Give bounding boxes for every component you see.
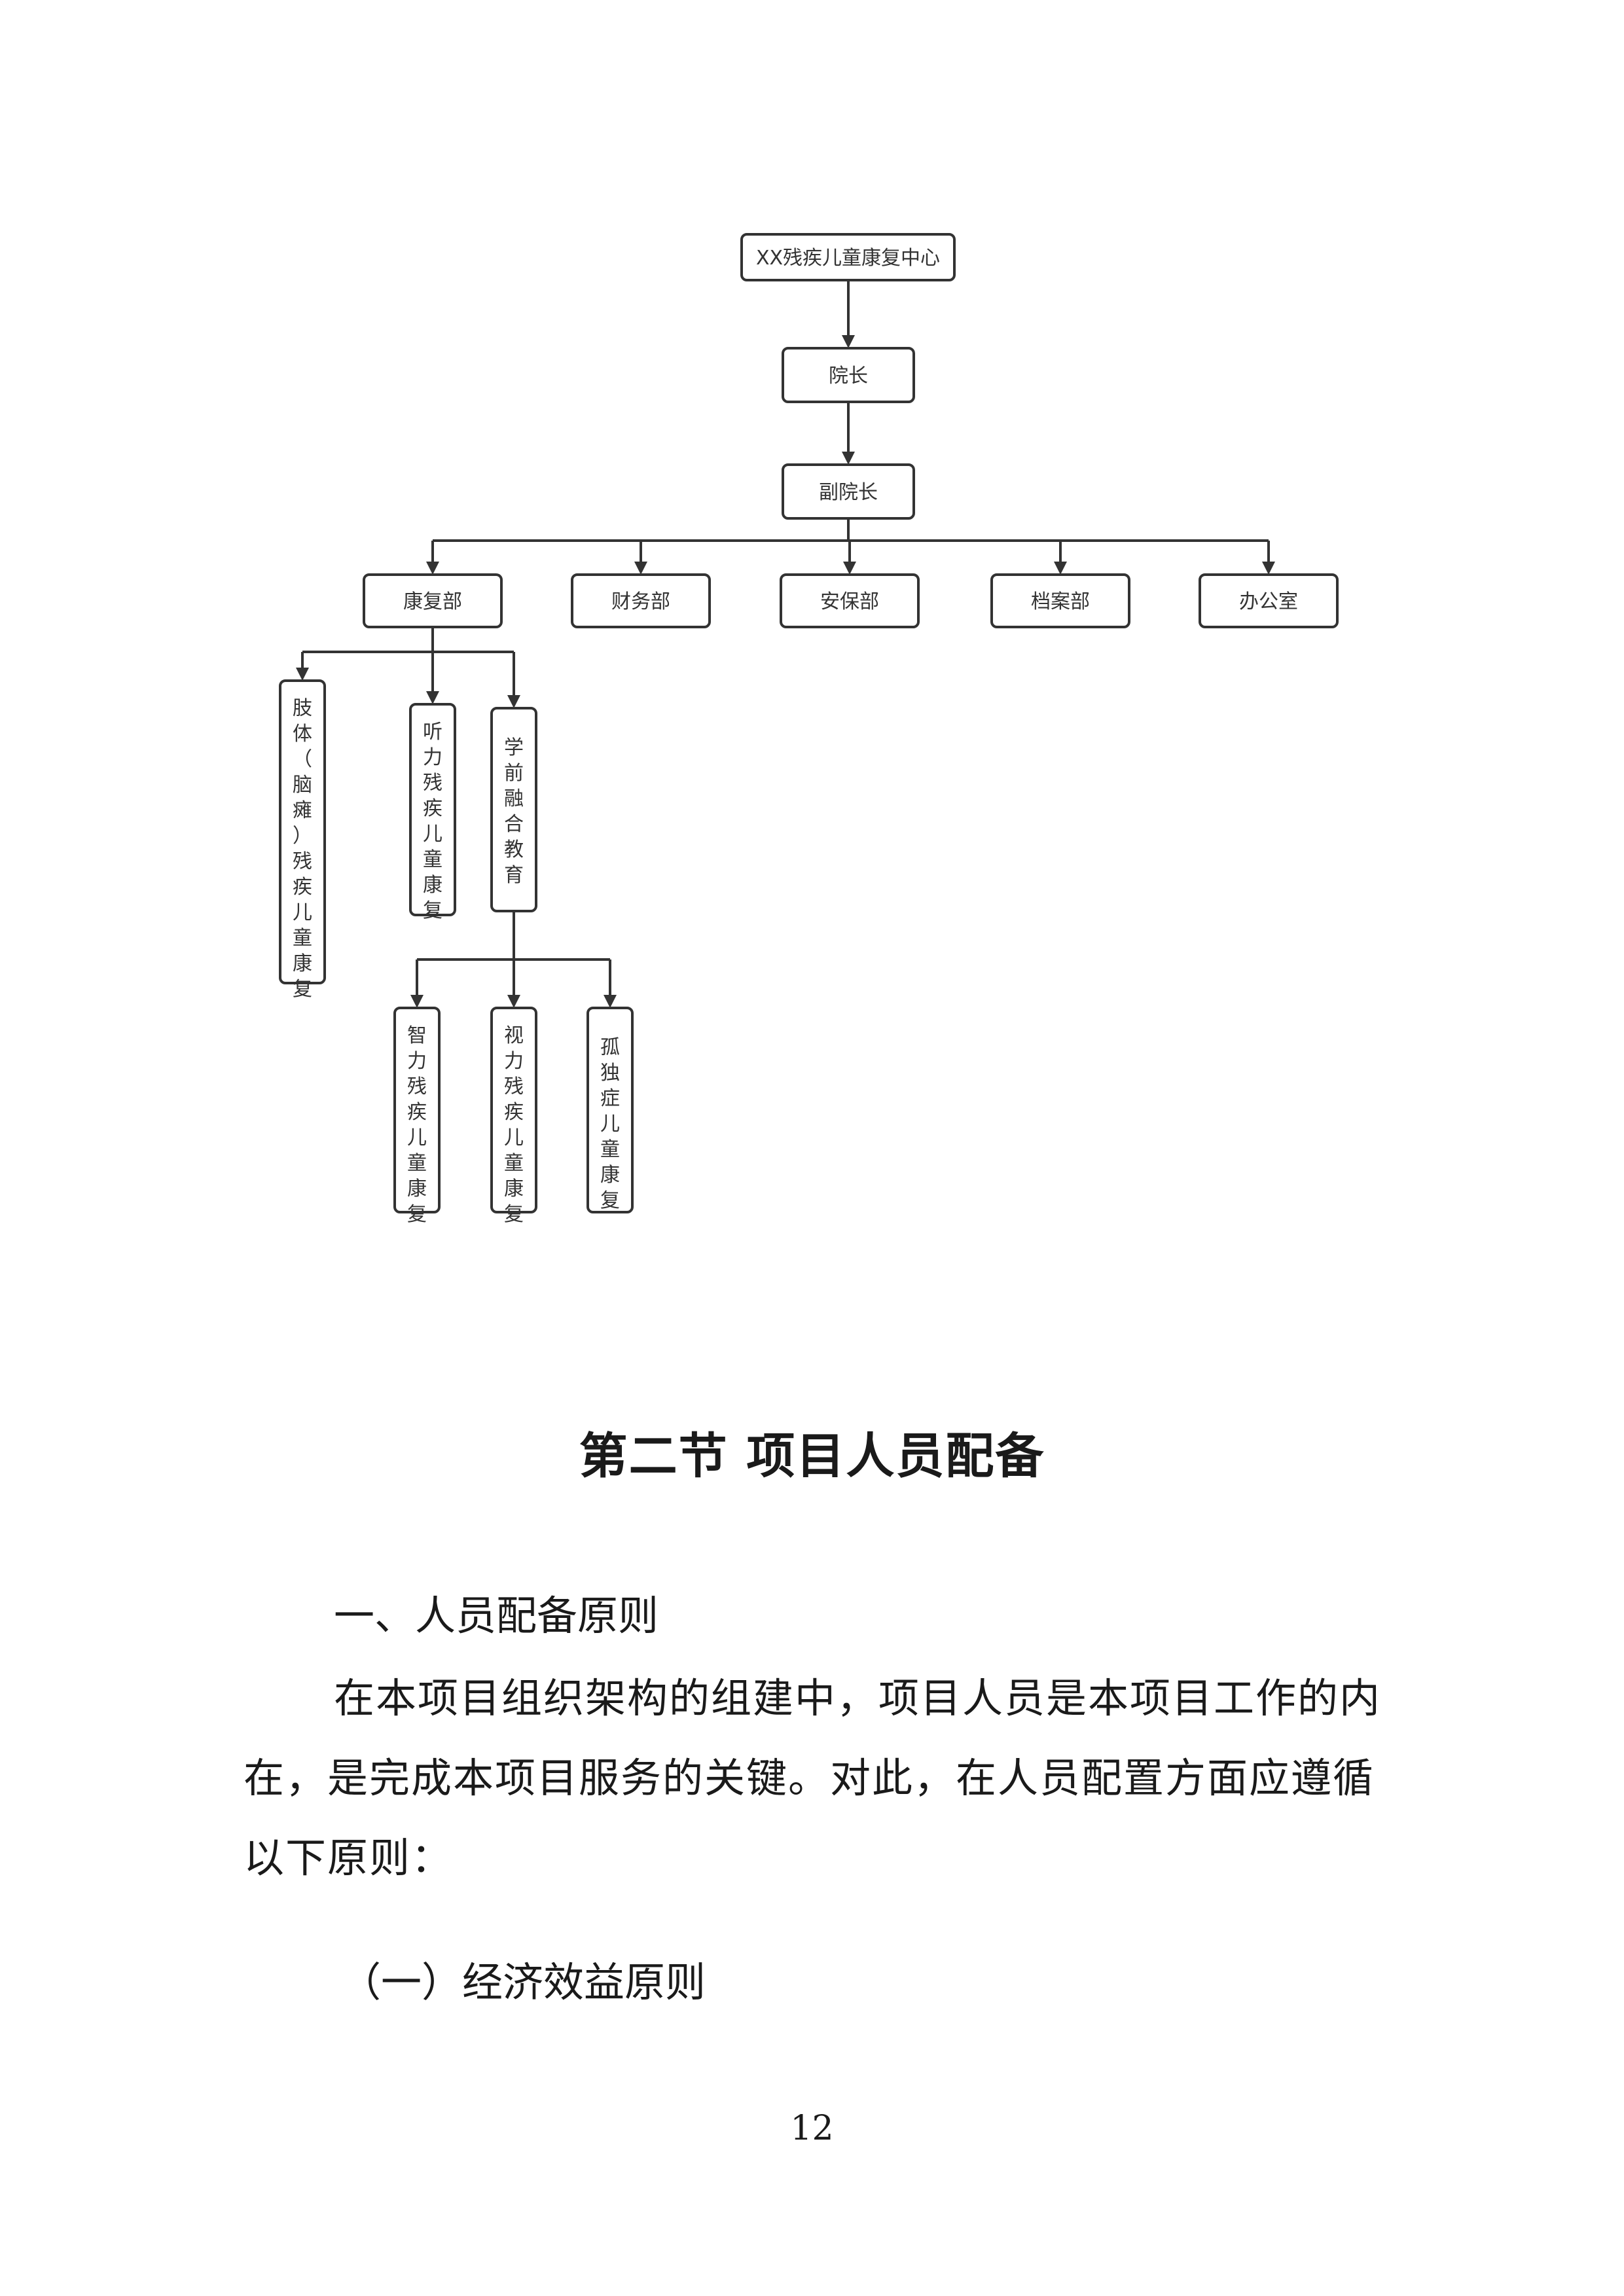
page-number: 12: [790, 2109, 834, 2148]
node-rehab-0-label: 肢体（脑瘫）残疾儿童康复: [293, 697, 312, 1001]
section-title: 第二节 项目人员配备: [579, 1428, 1045, 1484]
arrow-dept-4: [1262, 562, 1275, 575]
node-dept-1-label: 财务部: [611, 590, 670, 613]
node-dept-2-label: 安保部: [820, 590, 879, 613]
node-dept-3-box: [990, 573, 1130, 628]
arrow-dept-1: [634, 562, 647, 575]
arrow-dept-2: [843, 562, 856, 575]
node-rehab-0: 肢体（脑瘫）残疾儿童康复: [279, 679, 326, 1001]
arrow-edu-1: [507, 995, 520, 1008]
node-dept-1-box: [571, 573, 711, 628]
node-root: XX残疾儿童康复中心: [740, 233, 956, 281]
node-dept-0-label: 康复部: [403, 590, 462, 613]
arrow-rehab-2: [507, 695, 520, 708]
node-dept-3: 档案部: [990, 573, 1130, 628]
node-dept-4: 办公室: [1199, 573, 1339, 628]
node-dept-2-box: [780, 573, 920, 628]
heading-personnel-principles: 一、人员配备原则: [334, 1592, 659, 1640]
node-edu-2-label: 孤独症儿童康复: [600, 1036, 620, 1212]
node-dept-4-box: [1199, 573, 1339, 628]
node-edu-0: 智力残疾儿童康复: [393, 1007, 441, 1226]
node-edu-1-label: 视力残疾儿童康复: [504, 1024, 524, 1226]
arrow-dept-0: [426, 562, 439, 575]
node-director: 院长: [782, 347, 915, 403]
arrow-edu-0: [410, 995, 424, 1008]
node-edu-1-box: [490, 1007, 537, 1213]
node-root-label: XX残疾儿童康复中心: [756, 247, 940, 270]
node-rehab-1: 听力残疾儿童康复: [409, 703, 456, 922]
node-edu-2-box: [586, 1007, 634, 1213]
node-vice-director: 副院长: [782, 463, 915, 520]
node-rehab-2-label: 学前融合教育: [504, 736, 524, 887]
node-dept-1: 财务部: [571, 573, 711, 628]
node-edu-0-label: 智力残疾儿童康复: [407, 1024, 427, 1226]
node-dept-0: 康复部: [363, 573, 503, 628]
node-rehab-1-box: [409, 703, 456, 916]
arrow-dept-3: [1054, 562, 1067, 575]
node-director-label: 院长: [829, 365, 868, 387]
node-edu-2: 孤独症儿童康复: [586, 1007, 634, 1213]
body-paragraph: 在本项目组织架构的组建中，项目人员是本项目工作的内在，是完成本项目服务的关键。对…: [244, 1674, 1382, 1882]
arrow-director: [842, 335, 855, 348]
node-edu-0-box: [393, 1007, 441, 1213]
node-dept-3-label: 档案部: [1031, 590, 1090, 613]
arrow-vice-director: [842, 452, 855, 465]
node-dept-2: 安保部: [780, 573, 920, 628]
arrow-edu-2: [604, 995, 617, 1008]
arrow-rehab-0: [296, 668, 309, 681]
heading-economic-principle: （一）经济效益原则: [340, 1958, 706, 2006]
node-rehab-1-label: 听力残疾儿童康复: [423, 721, 442, 922]
node-edu-1: 视力残疾儿童康复: [490, 1007, 537, 1226]
node-rehab-2: 学前融合教育: [490, 707, 537, 912]
node-rehab-0-box: [279, 679, 326, 984]
node-dept-4-label: 办公室: [1239, 590, 1298, 613]
arrow-rehab-1: [426, 691, 439, 704]
node-vice-director-label: 副院长: [819, 481, 878, 504]
